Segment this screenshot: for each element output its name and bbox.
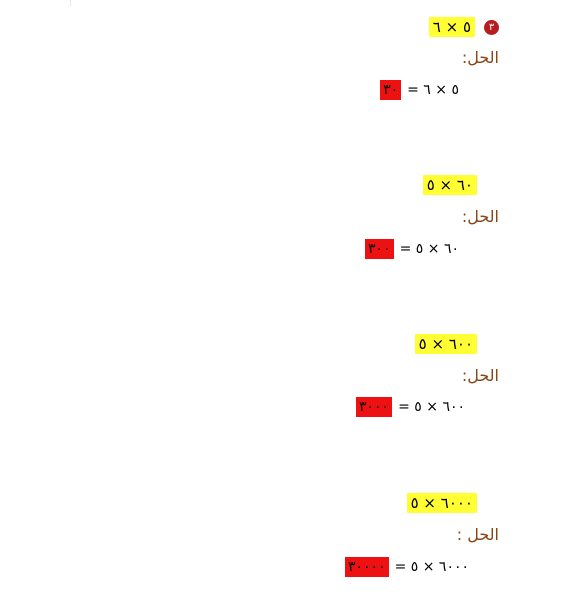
problem-1-solution-label: الحل:: [461, 48, 499, 67]
problem-3-solution: ٣٠٠٠ = ٦٠٠ × ٥: [356, 397, 465, 417]
problem-2-answer: ٣٠٠: [365, 239, 394, 259]
top-divider: [70, 0, 71, 6]
problem-4-header: ٦٠٠٠ × ٥: [406, 493, 477, 513]
problem-number-badge: ٣: [484, 19, 499, 35]
problem-1-solution: ٣٠ = ٥ × ٦: [380, 80, 459, 100]
problem-2-question: ٦٠ × ٥: [422, 175, 477, 195]
problem-1-header: ٥ × ٦ ٣: [428, 17, 499, 37]
problem-3-question: ٦٠٠ × ٥: [414, 334, 477, 354]
problem-1-equation: = ٥ × ٦: [407, 82, 459, 98]
problem-2-header: ٦٠ × ٥: [422, 175, 477, 195]
problem-3-equation: = ٦٠٠ × ٥: [398, 399, 465, 415]
problem-3-header: ٦٠٠ × ٥: [414, 334, 477, 354]
problem-4-equation: = ٦٠٠٠ × ٥: [394, 559, 469, 575]
problem-4-answer: ٣٠٠٠٠: [344, 557, 389, 577]
problem-4-solution: ٣٠٠٠٠ = ٦٠٠٠ × ٥: [344, 557, 469, 577]
problem-4-solution-label: الحل :: [456, 525, 499, 544]
problem-2-solution: ٣٠٠ = ٦٠ × ٥: [365, 239, 459, 259]
problem-1-answer: ٣٠: [380, 80, 402, 100]
problem-2-equation: = ٦٠ × ٥: [399, 241, 459, 257]
problem-3-answer: ٣٠٠٠: [356, 397, 393, 417]
problem-2-solution-label: الحل:: [461, 207, 499, 226]
problem-4-question: ٦٠٠٠ × ٥: [406, 493, 477, 513]
problem-1-question: ٥ × ٦: [428, 17, 475, 37]
problem-3-solution-label: الحل:: [461, 366, 499, 385]
